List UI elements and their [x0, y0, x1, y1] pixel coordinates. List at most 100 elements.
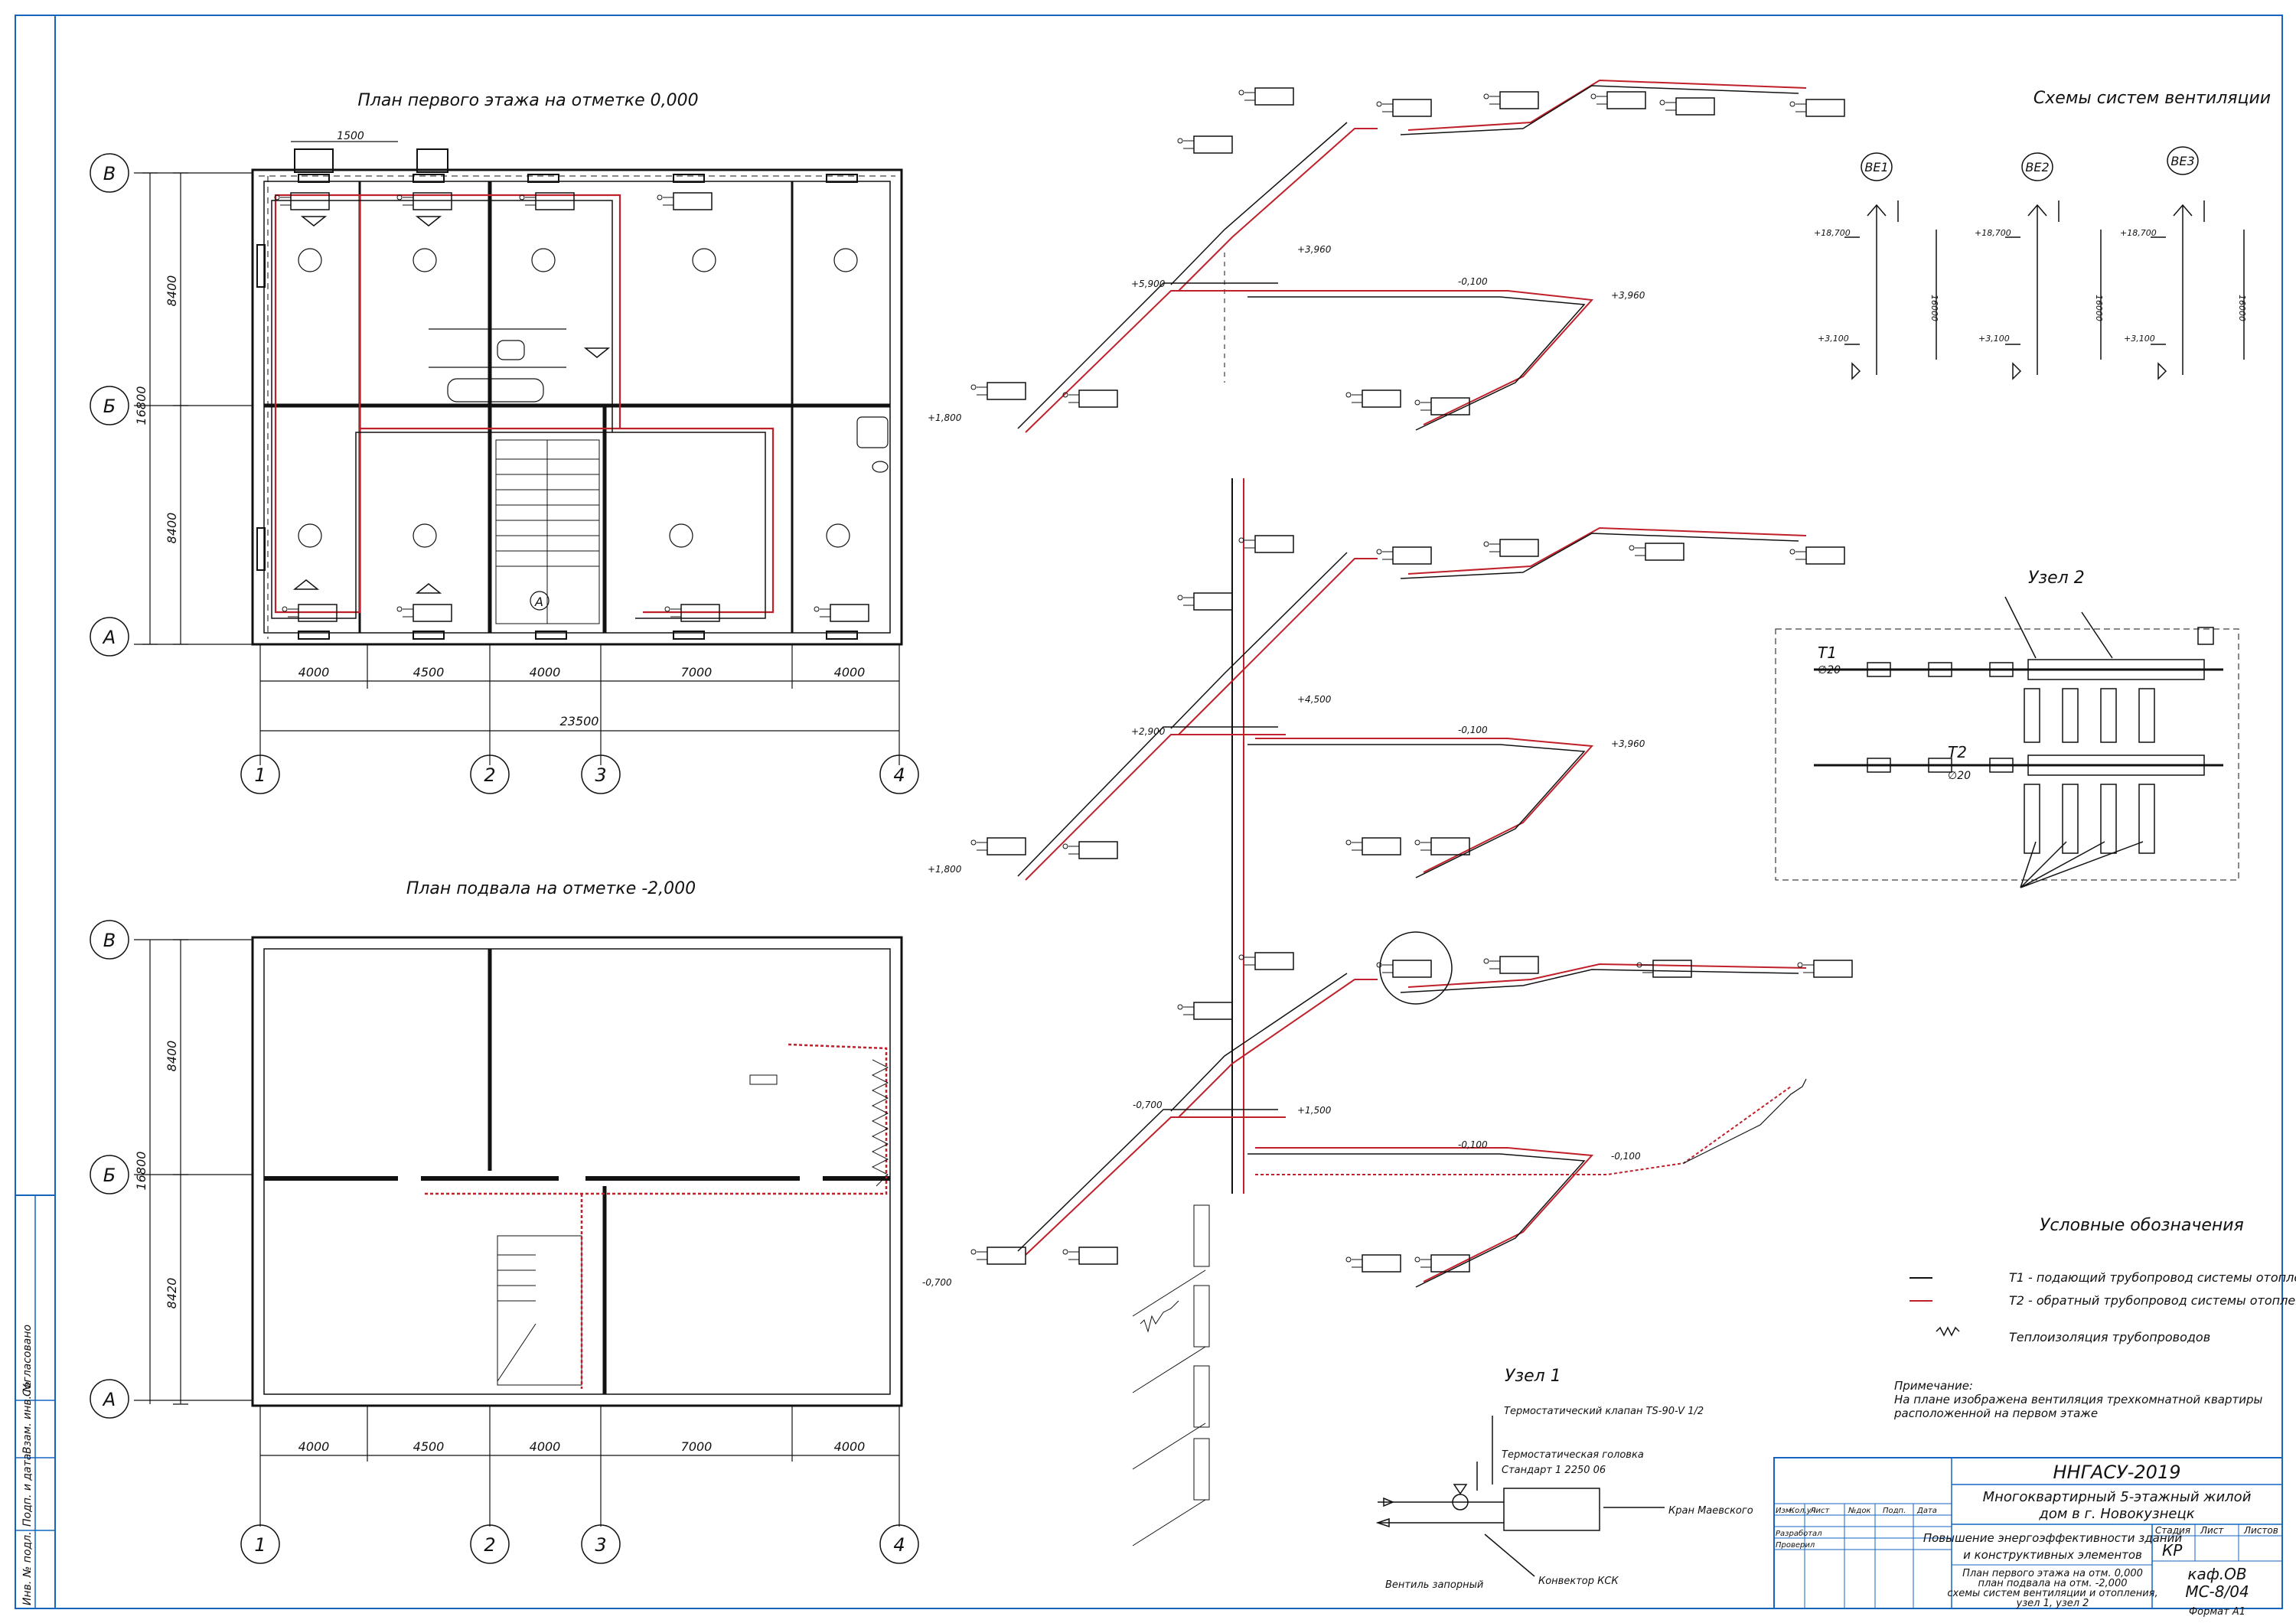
- svg-text:16000: 16000: [2237, 295, 2247, 321]
- svg-text:+4,500: +4,500: [1297, 694, 1332, 705]
- span-5: 4000: [834, 665, 866, 680]
- side-stamp: Инв. № подл. Подп. и дата Взам. инв. № С…: [15, 1194, 56, 1609]
- axis-col-4: 4: [893, 764, 905, 786]
- svg-text:Проверил: Проверил: [1776, 1541, 1815, 1550]
- svg-text:+1,500: +1,500: [1297, 1105, 1332, 1116]
- vent-system-be1: ВЕ1: [1864, 160, 1888, 174]
- span-2: 4500: [413, 665, 445, 680]
- svg-text:Лист: Лист: [1809, 1507, 1831, 1515]
- svg-text:А: А: [534, 595, 543, 609]
- svg-text:Кол.уч: Кол.уч: [1789, 1507, 1816, 1515]
- axis-col-2: 2: [484, 764, 495, 786]
- svg-text:План первого этажа на отм. 0,0: План первого этажа на отм. 0,000: [1962, 1568, 2143, 1579]
- svg-text:16800: 16800: [134, 1152, 148, 1191]
- svg-text:Термостатический клапан TS-90-: Термостатический клапан TS-90-V 1/2: [1504, 1406, 1704, 1417]
- svg-text:Листов: Листов: [2243, 1525, 2278, 1536]
- svg-text:+3,100: +3,100: [2124, 334, 2155, 344]
- svg-text:и конструктивных элементов: и конструктивных элементов: [1963, 1548, 2142, 1562]
- span-4: 7000: [681, 665, 713, 680]
- svg-text:16000: 16000: [1929, 295, 1939, 321]
- note-line-1: На плане изображена вентиляция трехкомна…: [1894, 1393, 2263, 1406]
- svg-text:Изм.: Изм.: [1776, 1507, 1794, 1515]
- vent-system-be2: ВЕ2: [2025, 160, 2049, 174]
- svg-text:Инв. № подл.: Инв. № подл.: [21, 1531, 34, 1605]
- svg-text:Конвектор КСК: Конвектор КСК: [1538, 1576, 1619, 1587]
- note-line-2: расположенной на первом этаже: [1893, 1406, 2098, 1420]
- svg-text:Разработал: Разработал: [1776, 1529, 1822, 1538]
- svg-text:Дата: Дата: [1916, 1507, 1937, 1515]
- vent-title: Схемы систем вентиляции: [2033, 89, 2271, 108]
- axis-row-v: В: [103, 163, 116, 184]
- legend-insulation-symbol: [1936, 1326, 1960, 1337]
- svg-text:+1,800: +1,800: [928, 864, 962, 875]
- svg-text:16800: 16800: [134, 386, 148, 425]
- svg-text:1: 1: [254, 1534, 266, 1556]
- ventilation-schemes: Схемы систем вентиляции ВЕ1 ВЕ2 ВЕ3 +18,…: [1814, 89, 2271, 380]
- svg-text:каф.ОВ: каф.ОВ: [2187, 1565, 2246, 1583]
- svg-text:№док: №док: [1848, 1507, 1870, 1515]
- axis-row-b: Б: [103, 396, 116, 417]
- first-floor-title: План первого этажа на отметке 0,000: [357, 91, 698, 110]
- project-line-2: дом в г. Новокузнецк: [2038, 1506, 2194, 1522]
- legend: Условные обозначения Т1 - подающий трубо…: [1893, 1216, 2296, 1420]
- svg-text:3: 3: [595, 1534, 606, 1556]
- basement-title: План подвала на отметке -2,000: [406, 879, 696, 898]
- svg-text:А: А: [102, 1389, 116, 1410]
- node2-title: Узел 2: [2028, 569, 2085, 588]
- svg-text:+3,960: +3,960: [1297, 244, 1332, 255]
- axis-col-3: 3: [595, 764, 606, 786]
- svg-text:Повышение энергоэффективности: Повышение энергоэффективности зданий: [1923, 1531, 2183, 1545]
- svg-text:Т1: Т1: [1818, 644, 1837, 662]
- svg-text:Подп.: Подп.: [1883, 1507, 1906, 1515]
- svg-text:В: В: [103, 930, 116, 951]
- svg-text:Лист: Лист: [2200, 1525, 2224, 1536]
- svg-text:+18,700: +18,700: [1975, 228, 2011, 238]
- svg-text:+5,900: +5,900: [1131, 279, 1166, 289]
- svg-text:Термостатическая головка: Термостатическая головка: [1502, 1449, 1644, 1461]
- legend-t1: Т1 - подающий трубопровод системы отопле…: [2009, 1270, 2296, 1285]
- svg-text:8400: 8400: [165, 1041, 179, 1072]
- legend-insulation: Теплоизоляция трубопроводов: [2009, 1330, 2210, 1344]
- svg-text:-0,100: -0,100: [1458, 1139, 1488, 1150]
- svg-text:Согласовано: Согласовано: [21, 1325, 34, 1396]
- total-span: 23500: [560, 714, 599, 728]
- vent-system-be3: ВЕ3: [2170, 154, 2194, 168]
- svg-text:Подп. и дата: Подп. и дата: [21, 1454, 34, 1527]
- svg-text:+18,700: +18,700: [1814, 228, 1851, 238]
- svg-text:-0,100: -0,100: [1611, 1151, 1641, 1162]
- svg-text:4000: 4000: [298, 1439, 330, 1454]
- title-block: Изм. Кол.уч Лист №док Подп. Дата Разрабо…: [1773, 1457, 2283, 1618]
- svg-text:+2,900: +2,900: [1131, 726, 1166, 737]
- org-title: ННГАСУ-2019: [2053, 1462, 2180, 1483]
- svg-text:Формат А1: Формат А1: [2189, 1606, 2245, 1618]
- svg-text:8420: 8420: [165, 1278, 179, 1309]
- svg-text:4000: 4000: [530, 1439, 561, 1454]
- node-2: Узел 2 Т1 ∅20 Т2 ∅20: [1775, 569, 2239, 888]
- svg-text:Кран Маевского: Кран Маевского: [1668, 1505, 1753, 1517]
- heating-schemes: +1,800 +5,900 +3,960 -0,100 +3,960 +1,80…: [922, 79, 1853, 1546]
- svg-text:КР: КР: [2162, 1541, 2183, 1559]
- legend-t2: Т2 - обратный трубопровод системы отопле…: [2009, 1293, 2296, 1308]
- project-line-1: Многоквартирный 5-этажный жилой: [1983, 1489, 2252, 1505]
- svg-text:+3,960: +3,960: [1611, 738, 1645, 749]
- span-3: 4000: [530, 665, 561, 680]
- note-title: Примечание:: [1894, 1379, 1973, 1393]
- svg-text:8400: 8400: [165, 275, 179, 307]
- svg-text:+18,700: +18,700: [2120, 228, 2157, 238]
- svg-text:4: 4: [893, 1534, 905, 1556]
- svg-text:-0,100: -0,100: [1458, 276, 1488, 287]
- svg-text:+3,100: +3,100: [1978, 334, 2010, 344]
- svg-text:+3,960: +3,960: [1611, 290, 1645, 301]
- basement-plan: План подвала на отметке -2,000 8400 8420: [90, 879, 919, 1564]
- svg-text:Стадия: Стадия: [2155, 1525, 2190, 1536]
- svg-text:1500: 1500: [337, 130, 364, 142]
- svg-text:Вентиль запорный: Вентиль запорный: [1385, 1579, 1483, 1591]
- svg-text:16000: 16000: [2094, 295, 2104, 321]
- svg-text:узел 1, узел 2: узел 1, узел 2: [2016, 1598, 2089, 1609]
- span-1: 4000: [298, 665, 330, 680]
- svg-text:+1,800: +1,800: [928, 412, 962, 423]
- svg-text:7000: 7000: [681, 1439, 713, 1454]
- svg-text:-0,100: -0,100: [1458, 725, 1488, 735]
